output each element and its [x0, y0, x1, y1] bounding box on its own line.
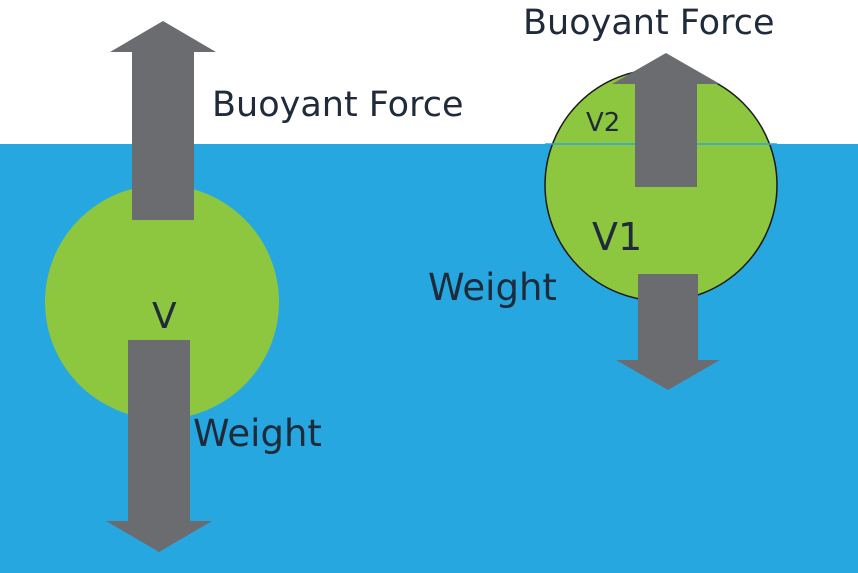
left-volume-label: V: [152, 296, 177, 337]
left-buoyant-force-arrow: [110, 21, 216, 220]
submerged-object: [45, 185, 279, 419]
right-volume-below-label: V1: [592, 215, 642, 259]
left-weight-arrow: [106, 340, 212, 552]
right-weight-label: Weight: [428, 266, 557, 309]
right-volume-above-label: V2: [586, 108, 620, 138]
right-buoyant-force-label: Buoyant Force: [523, 3, 775, 43]
left-buoyant-force-label: Buoyant Force: [212, 85, 464, 125]
left-weight-label: Weight: [193, 412, 322, 455]
right-weight-arrow: [616, 274, 720, 390]
right-buoyant-force-arrow: [612, 53, 720, 187]
